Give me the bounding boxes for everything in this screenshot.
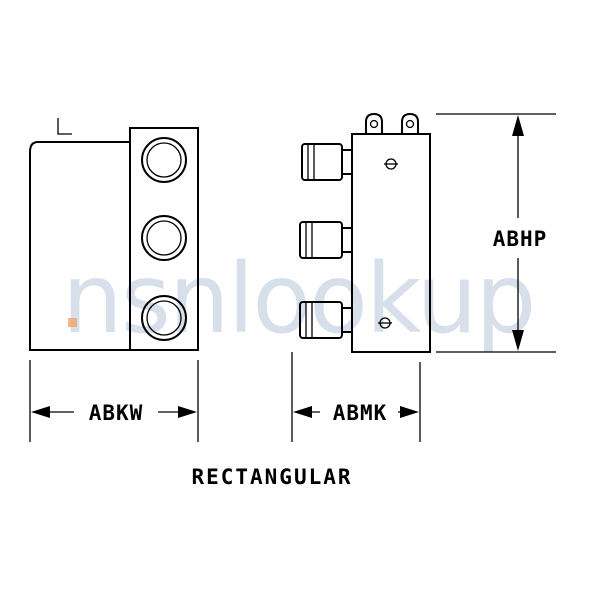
dimension-abkw: ABKW (29, 360, 199, 442)
dimension-label-abhp: ABHP (493, 227, 548, 251)
arrow-right-icon (178, 406, 197, 418)
side-connector-bottom (299, 301, 353, 339)
terminal-left (365, 112, 383, 134)
terminal-right (401, 112, 419, 134)
arrow-left-icon (31, 406, 50, 418)
dimension-abhp: ABHP (436, 113, 556, 353)
dimension-abmk: ABMK (291, 352, 421, 442)
connector-panel (129, 127, 199, 351)
mount-mark-bottom (378, 317, 392, 329)
watermark-accent-dot (68, 318, 77, 327)
side-connector-middle (299, 221, 353, 259)
watermark-text: nsnlookup (62, 243, 534, 355)
side-connector-top (301, 143, 353, 181)
arrow-up-icon (512, 115, 524, 136)
connector-bottom (141, 295, 187, 341)
dimension-label-abmk: ABMK (333, 401, 388, 425)
housing-body (29, 141, 130, 351)
connector-top (141, 137, 187, 183)
connector-middle (141, 215, 187, 261)
corner-mark (57, 118, 72, 135)
arrow-down-icon (512, 330, 524, 351)
arrow-right-icon (400, 406, 419, 418)
figure-caption: RECTANGULAR (191, 465, 352, 489)
watermark: nsnlookup (62, 243, 536, 355)
front-view: ABKW (29, 118, 199, 442)
side-view: ABHP ABMK (291, 112, 556, 442)
arrow-left-icon (293, 406, 312, 418)
dimension-label-abkw: ABKW (89, 401, 144, 425)
mount-mark-top (384, 158, 398, 170)
